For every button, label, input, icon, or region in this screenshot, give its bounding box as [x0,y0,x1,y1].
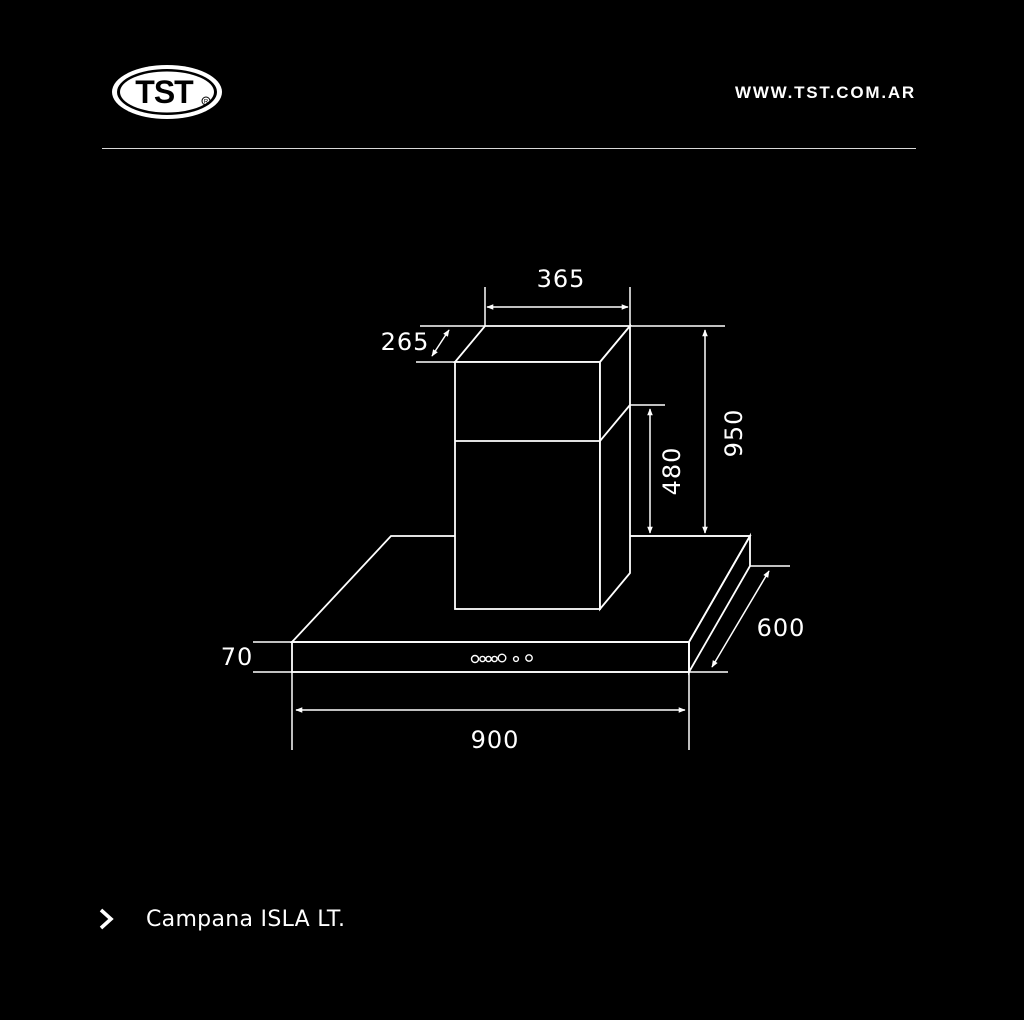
tst-logo: TST R [112,65,222,119]
control-buttons [470,653,533,664]
dim-label-depth: 600 [757,614,806,642]
product-name: Campana ISLA LT. [146,906,346,932]
dimension-labels: 365 265 950 480 600 70 900 [221,265,806,754]
dim-label-thickness: 70 [221,643,254,671]
dim-label-chimney-width: 365 [537,265,586,293]
dim-label-upper-height: 480 [658,447,686,496]
hood-outline [289,323,752,676]
dim-label-chimney-depth: 265 [381,328,430,356]
header-divider [102,148,916,149]
chimney-side [599,323,631,612]
header: TST R WWW.TST.COM.AR [102,60,916,130]
product-caption: Campana ISLA LT. [98,902,345,936]
chimney-front [454,361,601,610]
dimension-lines [253,287,790,750]
hood-side-face [688,532,751,676]
dim-label-hood-width: 900 [471,726,520,754]
chevron-right-icon [99,908,114,930]
website-link[interactable]: WWW.TST.COM.AR [734,83,916,102]
svg-text:R: R [204,100,209,106]
dim-label-total-height: 950 [720,409,748,458]
chimney-joint [455,404,631,442]
svg-text:TST: TST [135,74,194,110]
